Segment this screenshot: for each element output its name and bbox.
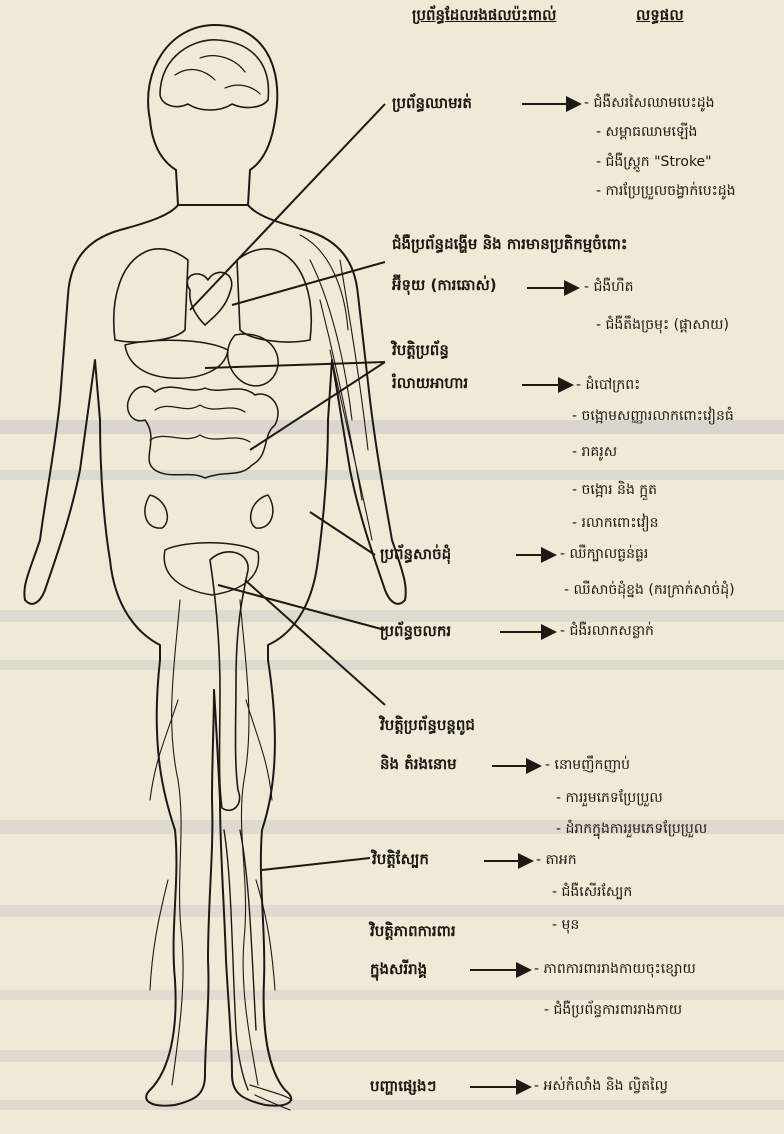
effect-item: - មុន xyxy=(552,918,579,932)
system-label: និង តំរងនោម xyxy=(380,757,457,772)
effect-item: - នោមញឹកញាប់ xyxy=(545,758,630,772)
effect-item: - ជំងឺស្ត្រូក "Stroke" xyxy=(596,155,712,169)
system-label: ប្រព័ន្ធចលករ xyxy=(380,624,451,639)
effect-item: - សម្ពាធឈាមឡើង xyxy=(596,125,697,139)
system-label: អ៊ីទុយ (ការឆោស់) xyxy=(392,278,497,293)
system-label: ក្នុងសរីរាង្គ xyxy=(370,962,427,977)
effect-item: - ចង្អោមសញ្ញារលាកពោះវៀនធំ xyxy=(572,409,734,423)
effect-item: - ដំរាកក្នុងការរួមភេទប្រែប្រួល xyxy=(556,822,707,836)
effect-item: - អស់កំលាំង និង ល្វិតល្វៃ xyxy=(534,1079,668,1093)
effect-item: - ការប្រែប្រួលចង្វាក់បេះដូង xyxy=(596,184,736,198)
system-label: ប្រព័ន្ធសាច់ដុំ xyxy=(380,547,451,562)
effects-header: លទ្ធផល xyxy=(636,6,684,28)
system-label: វិបត្តិភាពការពារ xyxy=(370,924,456,939)
system-label: រំលាយអាហារ xyxy=(392,376,468,391)
effect-item: - ជំងឺរលាកសន្លាក់ xyxy=(560,624,654,638)
effect-item: - ជំងឺហឺត xyxy=(584,280,634,294)
system-label: ប្រព័ន្ធឈាមរត់ xyxy=(392,96,472,111)
effect-item: - ជំងឺសើរស្បែក xyxy=(552,885,632,899)
effect-item: - រលាកពោះវៀន xyxy=(572,516,658,530)
effect-item: - ជំងឺតឹងច្រមុះ (ផ្តាសាយ) xyxy=(596,318,729,332)
effect-item: - ភាពការពាររាងកាយចុះខ្សោយ xyxy=(534,962,696,976)
effect-item: - ចង្អោរ និង ក្អួត xyxy=(572,483,657,497)
effect-item: - ជំងឺប្រព័ន្ធការពាររាងកាយ xyxy=(544,1003,682,1017)
effect-item: - ឈឺសាច់ដុំខ្នង (ករក្រាក់សាច់ដុំ) xyxy=(564,583,735,597)
system-label: វិបត្តិប្រព័ន្ធបន្តពូជ xyxy=(380,718,475,733)
effect-item: - ការរួមភេទប្រែប្រួល xyxy=(556,791,663,805)
system-label: វិបត្តិស្បែក xyxy=(372,852,429,867)
effect-item: - ឈឺក្បាលធ្ងន់ធ្ងរ xyxy=(560,547,648,561)
effect-item: - ជំងឺសរសៃឈាមបេះដូង xyxy=(584,96,715,110)
system-label: ជំងឺប្រព័ន្ធដង្ហើម និង ការមានប្រតិកម្មចំ… xyxy=(392,237,627,252)
effect-item: - តាអក xyxy=(536,853,577,867)
system-label: បញ្ហាផ្សេងៗ xyxy=(370,1079,436,1094)
systems-header: ប្រព័ន្ធដែលរងផលប៉ះពាល់ xyxy=(412,6,556,28)
effect-item: - ដំបៅក្រពះ xyxy=(576,378,640,392)
system-label: វិបត្តិប្រព័ន្ធ xyxy=(392,343,449,358)
effect-item: - រាគរូស xyxy=(572,445,617,459)
